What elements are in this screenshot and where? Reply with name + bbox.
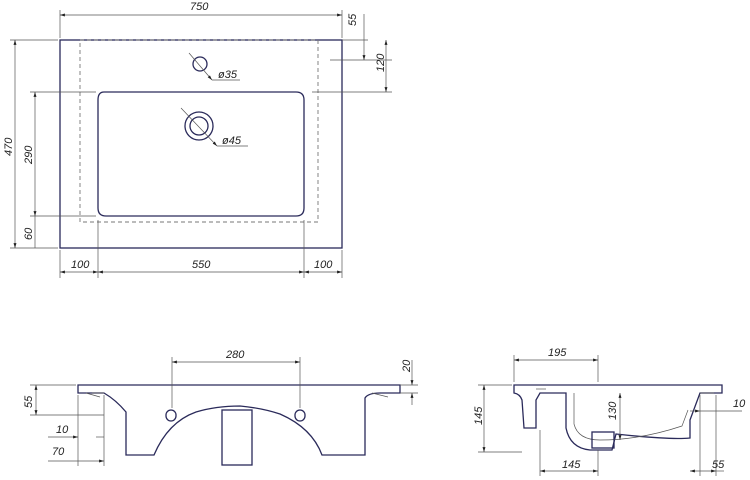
dim-side-height: 145 [473,406,485,425]
dim-leg-offset: 10 [56,424,69,436]
drain-pipe [221,409,253,466]
drain-hole-outer [184,111,214,141]
dim-inner-height: 130 [607,401,619,420]
dim-left-margin: 100 [71,259,90,271]
dim-right-margin: 100 [314,259,333,271]
dim-holes-spacing: 280 [225,349,245,361]
side-drain [591,431,615,449]
overflow-hole-left [165,409,177,422]
dim-side-depth: 195 [548,347,567,359]
side-view [478,355,742,476]
inner-edge-dashed [79,39,319,223]
dim-front-offset: 60 [23,227,35,240]
dim-bowl-width: 550 [192,259,211,271]
tap-hole [192,56,208,72]
dim-bowl-depth: 290 [23,145,35,165]
dim-side-back-offset: 55 [712,459,725,471]
front-view [30,357,418,466]
front-outline [77,384,401,456]
dim-tap-hole: ø35 [218,69,238,81]
dim-leg-width: 70 [52,446,65,458]
bowl-outline [97,91,305,217]
dim-side-rim: 10 [733,398,746,410]
drain-hole-inner [189,116,209,136]
dim-drain-offset: 145 [562,459,581,471]
dim-tap-offset: 120 [375,53,387,72]
dim-rim-thickness: 20 [401,359,413,373]
dim-depth: 470 [3,137,15,156]
side-outline [513,384,723,451]
dim-width: 750 [190,1,209,13]
dim-front-height: 55 [23,395,35,408]
dim-drain-hole: ø45 [222,135,242,147]
top-view [10,10,392,278]
dim-back-offset: 55 [347,13,359,26]
overflow-hole-right [294,409,306,422]
